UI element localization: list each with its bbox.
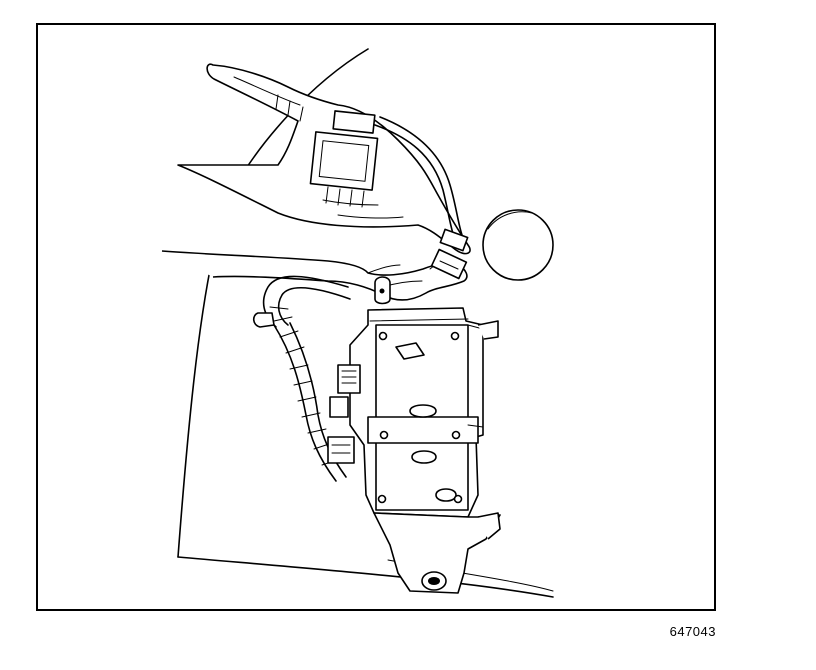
grommet-icon (421, 571, 447, 591)
lower-hand-icon (161, 250, 468, 301)
control-module-icon (349, 307, 499, 518)
service-illustration (161, 48, 554, 598)
mounting-bracket-icon (373, 512, 501, 594)
wiring-harness-icon (252, 275, 351, 482)
mounting-stud-icon (374, 276, 391, 305)
figure-frame (36, 23, 716, 611)
module-side-connector-icon (327, 364, 361, 464)
electrical-connector-icon (309, 110, 463, 238)
connector-plug-icon (430, 228, 469, 280)
detail-view-circle-icon (482, 209, 554, 281)
figure-id-number: 647043 (669, 624, 716, 639)
